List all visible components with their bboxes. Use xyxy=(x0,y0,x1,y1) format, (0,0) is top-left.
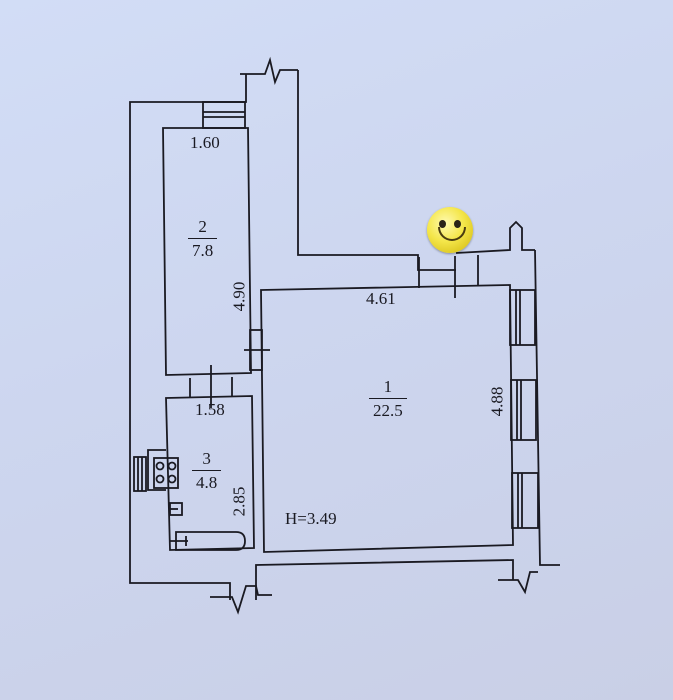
stove xyxy=(153,457,179,489)
room-2-number: 2 xyxy=(198,217,207,236)
smiley-face-icon xyxy=(427,207,473,253)
room-2-area: 7.8 xyxy=(188,238,218,259)
room-3-number: 3 xyxy=(202,449,211,468)
room-1-length: 4.88 xyxy=(487,386,507,417)
outer-wall-north xyxy=(455,220,535,254)
south-wall xyxy=(255,559,514,600)
room-1-width: 4.61 xyxy=(366,289,396,308)
break-mark-br xyxy=(498,571,538,595)
east-wall xyxy=(534,249,560,566)
room-3-walls xyxy=(165,395,255,551)
window-room-3 xyxy=(133,456,147,492)
room-3-length: 2.85 xyxy=(229,486,249,517)
room-3-width: 1.58 xyxy=(195,400,225,419)
room-3-area: 4.8 xyxy=(192,470,222,491)
windows-room-1 xyxy=(509,289,539,529)
outer-wall-west xyxy=(129,74,247,600)
room-2-label: 2 7.8 xyxy=(188,217,218,259)
room-1-walls xyxy=(260,284,514,553)
room-1-number: 1 xyxy=(383,377,393,396)
outer-wall-top-right xyxy=(297,70,456,271)
room-1-label: 1 22.5 xyxy=(369,378,407,419)
bathtub xyxy=(175,531,246,551)
ceiling-height: H=3.49 xyxy=(285,509,337,528)
room-3-label: 3 4.8 xyxy=(192,449,222,491)
room-2-width: 1.60 xyxy=(190,133,220,152)
room-2-length: 4.90 xyxy=(229,281,249,312)
break-mark-bl xyxy=(210,585,272,615)
room-1-area: 22.5 xyxy=(369,398,407,419)
window-room-2 xyxy=(202,101,246,129)
break-mark-top xyxy=(240,56,298,85)
